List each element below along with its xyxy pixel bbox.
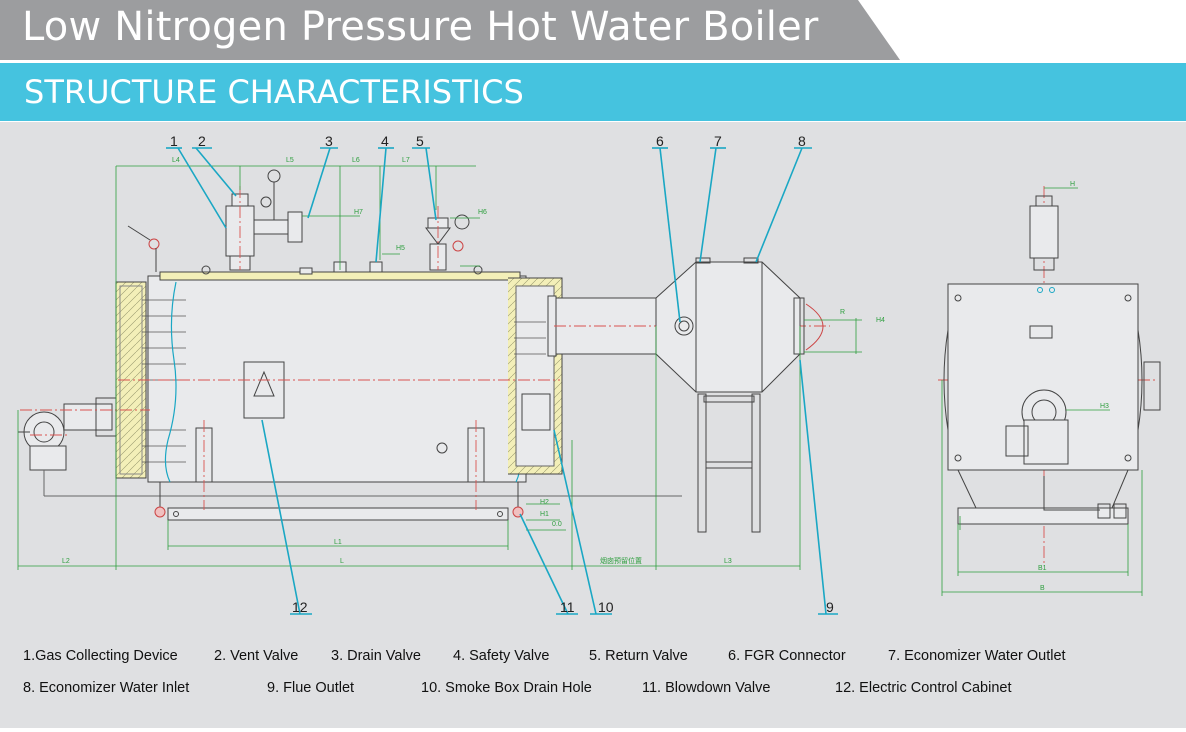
callout-number: 4 [381,133,389,149]
dim-label: L5 [286,157,294,164]
callout-number: 11 [560,599,575,615]
legend-item: 2. Vent Valve [214,648,299,664]
burner [18,397,117,471]
dim-label: 烟囱预留位置 [600,556,642,565]
legend-item: 9. Flue Outlet [267,680,355,696]
dim-label: L6 [352,157,360,164]
legend-item: 7. Economizer Water Outlet [888,648,1066,664]
dimension-labels: L4 L5 L6 L7 H7 H5 H6 H2 H1 0.0 L1 L L2 L… [62,157,1109,592]
dim-label: H2 [540,499,549,506]
legend-item: 10. Smoke Box Drain Hole [421,680,592,696]
legend-item: 1.Gas Collecting Device [23,648,178,664]
section-subtitle: STRUCTURE CHARACTERISTICS [24,73,524,111]
legend: 1.Gas Collecting Device 2. Vent Valve 3.… [0,640,1186,720]
return-valve-assembly [425,214,470,271]
subtitle-banner: STRUCTURE CHARACTERISTICS [0,63,1186,121]
dimension-lines [17,165,1143,596]
boiler-side-view [18,169,682,521]
callout-leaders [177,147,827,615]
legend-item: 8. Economizer Water Inlet [23,680,190,696]
economizer-view [655,257,824,533]
boiler-drawing: 1 2 3 4 5 6 7 8 9 10 11 12 L4 L5 L6 L7 H… [0,122,1186,728]
dim-label: H3 [1100,403,1109,410]
dim-label: H [1070,181,1075,188]
callout-number: 3 [325,133,333,149]
callout-ticks [166,147,838,615]
control-cabinet [243,361,285,419]
dim-label: H1 [540,511,549,518]
dim-label: B1 [1038,565,1047,572]
callout-numbers: 1 2 3 4 5 6 7 8 9 10 11 12 [170,133,834,615]
dim-label: B [1040,585,1045,592]
legend-item: 11. Blowdown Valve [642,680,771,696]
callout-number: 8 [798,133,806,149]
dim-label: H4 [876,317,885,324]
callout-number: 10 [598,599,614,615]
legend-item: 12. Electric Control Cabinet [835,680,1012,696]
title-banner: Low Nitrogen Pressure Hot Water Boiler [0,0,1186,62]
callout-number: 9 [826,599,834,615]
callout-number: 5 [416,133,424,149]
dim-label: L3 [724,558,732,565]
legend-item: 6. FGR Connector [728,648,846,664]
callout-number: 2 [198,133,206,149]
dim-label: L4 [172,157,180,164]
dim-label: L1 [334,539,342,546]
dim-label: H6 [478,209,487,216]
legend-item: 5. Return Valve [589,648,688,664]
legend-item: 3. Drain Valve [331,648,421,664]
boiler-end-view [943,195,1161,525]
callout-number: 7 [714,133,722,149]
dim-label: R [840,309,845,316]
page-title: Low Nitrogen Pressure Hot Water Boiler [22,4,819,50]
dim-label: L [340,558,344,565]
legend-item: 4. Safety Valve [453,648,550,664]
gas-collecting-device [225,169,303,271]
title-banner-shape [0,0,900,60]
dim-label: H5 [396,245,405,252]
dim-label: 0.0 [552,521,562,528]
dim-label: H7 [354,209,363,216]
callout-number: 12 [292,599,308,615]
dim-label: L2 [62,558,70,565]
callout-number: 1 [170,133,178,149]
dim-label: L7 [402,157,410,164]
base-frame [167,507,509,521]
boiler-drawing-svg: 1 2 3 4 5 6 7 8 9 10 11 12 L4 L5 L6 L7 H… [17,133,1161,615]
callout-number: 6 [656,133,664,149]
